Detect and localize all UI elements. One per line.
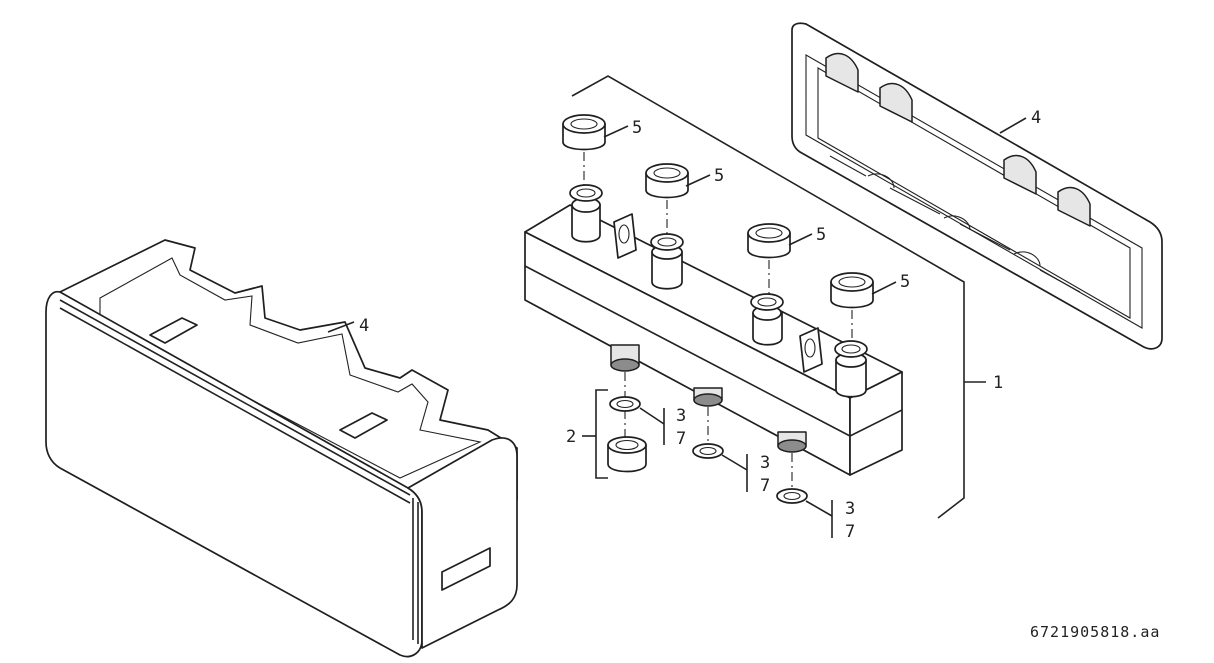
leader-nut-4 [871, 281, 897, 295]
leader-nut-1 [603, 125, 629, 138]
leader-gasket-2 [721, 454, 748, 471]
callout-nut-4: 5 [900, 272, 910, 292]
callout-front-insulation: 4 [359, 316, 369, 336]
union-nut-2 [645, 163, 689, 199]
callout-gasket-2-top: 3 [760, 453, 770, 473]
gasket-1 [609, 396, 641, 412]
drawing-code: 6721905818.aa [1030, 623, 1160, 641]
callout-nut-3: 5 [816, 225, 826, 245]
callout-gasket-1-top: 3 [676, 406, 686, 426]
lower-stub-1 [610, 344, 640, 372]
gasket-2 [692, 443, 724, 459]
callout-gasket-1-bottom: 7 [676, 429, 686, 449]
callout-gasket-3-top: 3 [845, 499, 855, 519]
leader-back-insulation [999, 117, 1027, 134]
pipe-stub-4 [834, 340, 868, 398]
lower-stub-2 [693, 387, 723, 407]
manifold-block [524, 204, 903, 476]
callout-nut-2: 5 [714, 166, 724, 186]
bottom-connector-bracket [595, 389, 608, 479]
pipe-stub-2 [650, 233, 684, 290]
callout-manifold: 1 [993, 373, 1003, 393]
back-insulation-shell [791, 22, 1163, 350]
leader-nut-3 [788, 233, 813, 246]
leader-front-insulation [327, 321, 355, 333]
pipe-stub-3 [750, 293, 784, 346]
pipe-stub-1 [569, 184, 603, 243]
gasket-3 [776, 488, 808, 504]
callout-gasket-3-bottom: 7 [845, 522, 855, 542]
leader-nut-2 [685, 174, 711, 187]
union-nut-3 [747, 223, 791, 259]
front-insulation-shell [45, 239, 518, 658]
bottom-union-nut [607, 436, 647, 473]
lower-stub-3 [777, 431, 807, 453]
callout-bottom-connector: 2 [566, 427, 576, 447]
callout-nut-1: 5 [632, 118, 642, 138]
leader-gasket-1 [639, 407, 665, 425]
callout-back-insulation: 4 [1031, 108, 1041, 128]
union-nut-4 [830, 272, 874, 309]
union-nut-1 [562, 114, 606, 151]
callout-gasket-2-bottom: 7 [760, 476, 770, 496]
manifold-group-bracket [571, 75, 965, 519]
leader-gasket-3 [805, 500, 833, 517]
